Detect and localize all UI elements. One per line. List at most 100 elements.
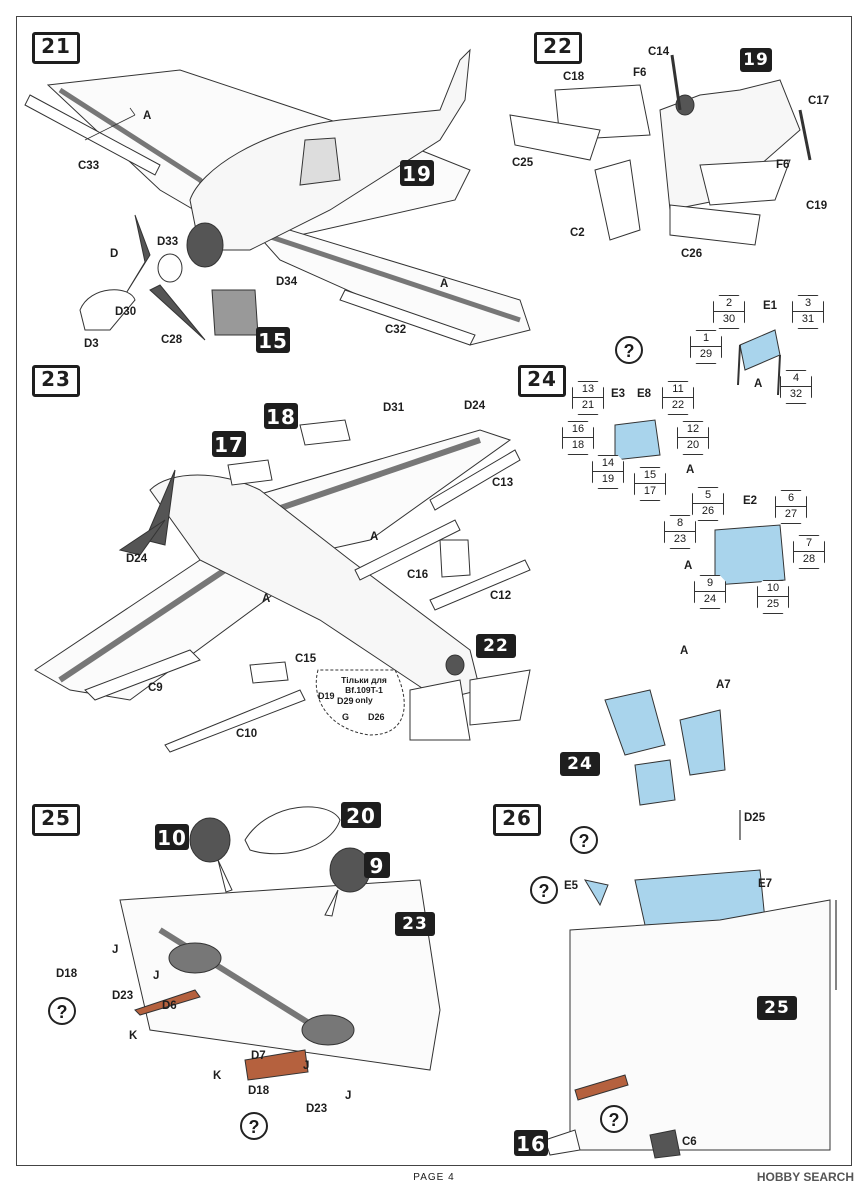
label-j2: J: [153, 970, 160, 982]
label-e2: E2: [743, 495, 758, 507]
instruction-page: [16, 16, 852, 1166]
label-k2: K: [213, 1070, 222, 1082]
label-a8: A: [680, 645, 689, 657]
step25-assembly: [119, 806, 441, 1081]
ref-step-19: 19: [400, 160, 434, 186]
label-d33: D33: [157, 236, 179, 248]
label-a7l: A: [684, 560, 693, 572]
label-c28: C28: [161, 334, 183, 346]
ref-step-19b: 19: [740, 48, 772, 72]
optional-part-question-icon: ?: [240, 1112, 268, 1140]
label-k1: K: [129, 1030, 138, 1042]
watermark: HOBBY SEARCH: [756, 1170, 854, 1184]
label-d25: D25: [744, 812, 766, 824]
optional-part-question-icon: ?: [600, 1105, 628, 1133]
label-e1: E1: [763, 300, 778, 312]
label-c10: C10: [236, 728, 258, 740]
step-22: 22: [534, 32, 582, 64]
label-d18b: D18: [248, 1085, 270, 1097]
step-23: 23: [32, 365, 80, 397]
label-a5: A: [754, 378, 763, 390]
label-c9: C9: [148, 682, 163, 694]
label-c16: C16: [407, 569, 429, 581]
optional-part-question-icon: ?: [48, 997, 76, 1025]
label-e8: E8: [637, 388, 652, 400]
label-d3: D3: [84, 338, 99, 350]
label-e5: E5: [564, 880, 579, 892]
label-g: G: [342, 712, 350, 722]
ref-step-10: 10: [155, 824, 189, 850]
step21-aircraft: [24, 48, 531, 346]
label-c14: C14: [648, 46, 670, 58]
label-f6: F6: [633, 67, 647, 79]
label-d26: D26: [368, 712, 385, 722]
label-c13: C13: [492, 477, 514, 489]
label-d31: D31: [383, 402, 405, 414]
label-c33: C33: [78, 160, 100, 172]
label-c17: C17: [808, 95, 830, 107]
ref-step-25: 25: [757, 996, 797, 1020]
ref-step-9: 9: [364, 852, 390, 878]
label-d24b: D24: [126, 553, 148, 565]
label-a7: A7: [716, 679, 731, 691]
label-j1: J: [112, 944, 119, 956]
label-a4: A: [262, 593, 271, 605]
label-c26: C26: [681, 248, 703, 260]
step24-canopies: [614, 329, 786, 586]
label-a2: A: [440, 278, 449, 290]
step22-tail: [509, 54, 812, 246]
step-24: 24: [518, 365, 566, 397]
step23-aircraft: [34, 419, 531, 753]
label-c32: C32: [385, 324, 407, 336]
t1-only-note: Тільки для Bf.109T-1 only: [341, 675, 387, 705]
label-d34: D34: [276, 276, 298, 288]
label-d30: D30: [115, 306, 137, 318]
label-a3: A: [370, 531, 379, 543]
ref-step-18: 18: [264, 403, 298, 429]
ref-step-17: 17: [212, 431, 246, 457]
label-d19: D19: [318, 691, 335, 701]
label-d23: D23: [112, 990, 134, 1002]
optional-part-question-icon: ?: [615, 336, 643, 364]
label-c25: C25: [512, 157, 534, 169]
ref-step-24: 24: [560, 752, 600, 776]
label-c6: C6: [682, 1136, 697, 1148]
label-j4: J: [345, 1090, 352, 1102]
step-26: 26: [493, 804, 541, 836]
label-a6: A: [686, 464, 695, 476]
page-number: PAGE 4: [413, 1172, 455, 1183]
label-e7: E7: [758, 878, 773, 890]
label-d24: D24: [464, 400, 486, 412]
label-e3: E3: [611, 388, 626, 400]
label-c12: C12: [490, 590, 512, 602]
optional-part-question-icon: ?: [530, 876, 558, 904]
label-c15: C15: [295, 653, 317, 665]
step-21: 21: [32, 32, 80, 64]
ref-step-23: 23: [395, 912, 435, 936]
step26-assembly: [544, 689, 837, 1159]
label-c2: C2: [570, 227, 585, 239]
optional-part-question-icon: ?: [570, 826, 598, 854]
label-c19: C19: [806, 200, 828, 212]
label-c18: C18: [563, 71, 585, 83]
ref-step-20: 20: [341, 802, 381, 828]
label-d: D: [110, 248, 119, 260]
label-d29: D29: [337, 696, 354, 706]
label-d18: D18: [56, 968, 78, 980]
label-f6b: F6: [776, 159, 790, 171]
